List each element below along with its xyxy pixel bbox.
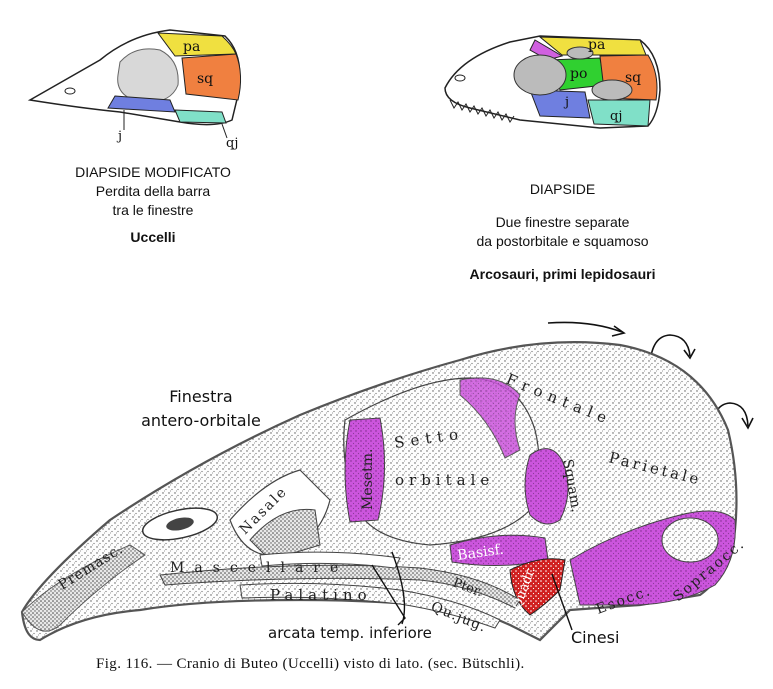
finestra-line1: Finestra — [121, 385, 281, 409]
arrow-straight — [548, 322, 622, 332]
orbit — [514, 55, 566, 95]
label-orbitale: orbitale — [395, 471, 494, 489]
left-group: Uccelli — [48, 228, 258, 247]
temporal-fenestra — [118, 49, 179, 103]
left-line1: Perdita della barra — [48, 182, 258, 201]
label-po: po — [570, 66, 587, 82]
figure-caption: Fig. 116. — Cranio di Buteo (Uccelli) vi… — [96, 656, 525, 673]
left-title: DIAPSIDE MODIFICATO — [48, 163, 258, 182]
label-pa: pa — [183, 39, 200, 55]
left-caption: DIAPSIDE MODIFICATO Perdita della barra … — [48, 163, 258, 247]
label-qj: qj — [226, 136, 238, 151]
right-line2: da postorbitale e squamoso — [440, 232, 685, 251]
label-palatino: Palatino — [270, 586, 372, 604]
label-sq: sq — [197, 71, 213, 87]
quadratojugal-region — [175, 110, 226, 123]
label-sq: sq — [625, 70, 641, 86]
occipital-bulge — [662, 518, 718, 562]
cinesi-annotation: Cinesi — [571, 628, 619, 647]
label-pa: pa — [588, 37, 605, 53]
right-line1: Due finestre separate — [440, 213, 685, 232]
label-j: j — [116, 129, 122, 144]
right-group: Arcosauri, primi lepidosauri — [440, 265, 685, 284]
left-line2: tra le finestre — [48, 201, 258, 220]
right-title: DIAPSIDE — [440, 180, 685, 199]
arcata-annotation: arcata temp. inferiore — [268, 624, 432, 642]
label-mascellare: Mascellare — [170, 560, 348, 576]
finestra-line2: antero-orbitale — [121, 409, 281, 433]
right-caption: DIAPSIDE Due finestre separate da postor… — [440, 180, 685, 284]
label-mesetm: Mesetm. — [360, 449, 376, 510]
label-qj: qj — [610, 109, 622, 124]
finestra-annotation: Finestra antero-orbitale — [121, 385, 281, 433]
